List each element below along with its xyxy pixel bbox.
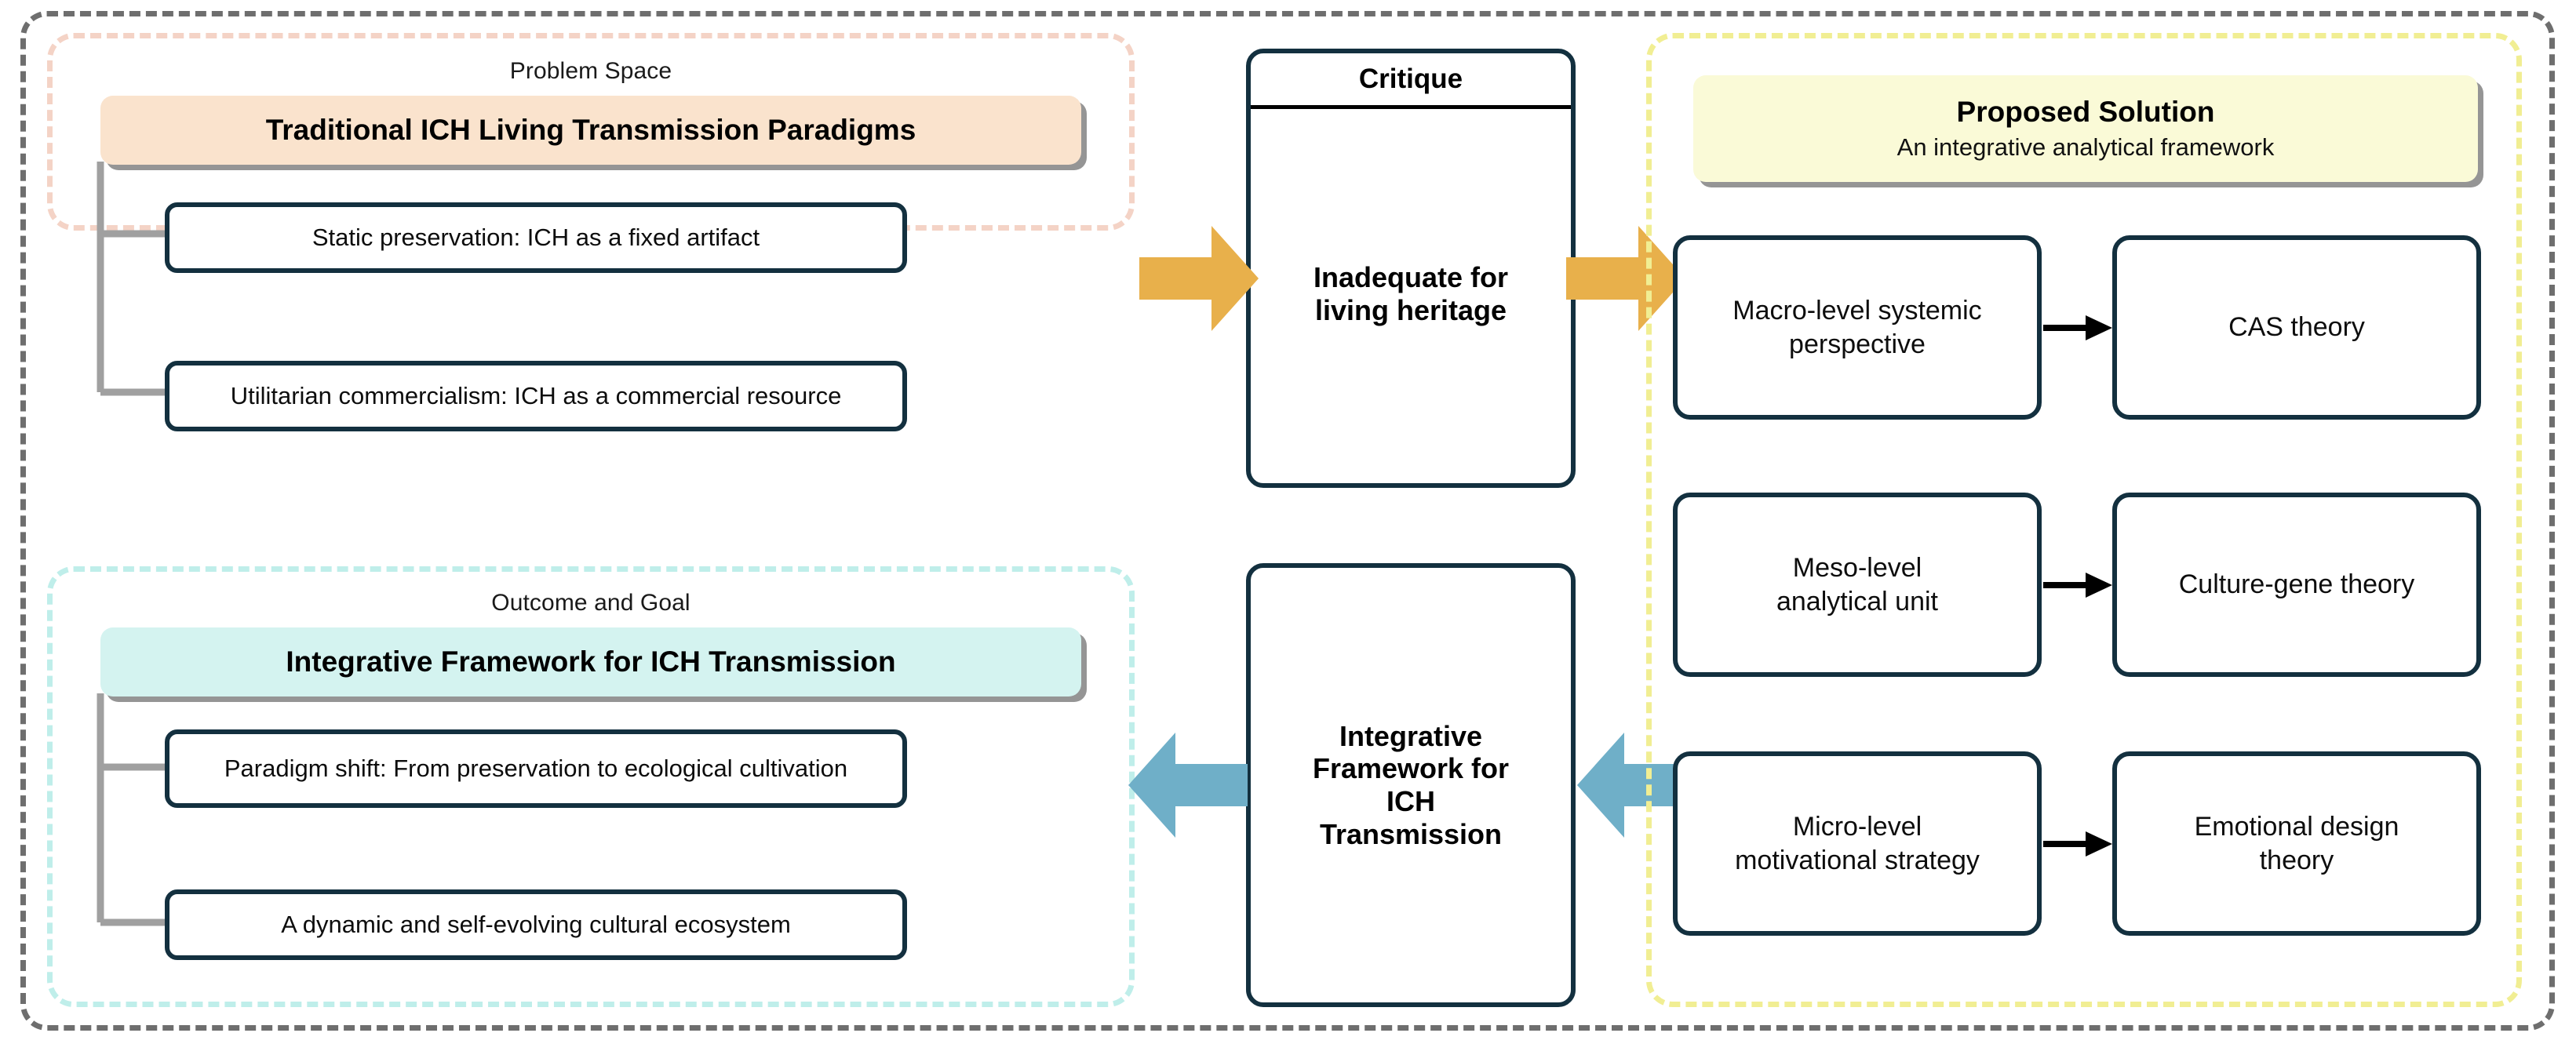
solution-theory-1: Culture-gene theory — [2112, 493, 2481, 677]
critique-in-arrow — [1139, 226, 1259, 331]
proposed-solution-subtitle: An integrative analytical framework — [1896, 133, 2275, 161]
solution-level-2: Micro-level motivational strategy — [1673, 751, 2042, 936]
framework-box: Integrative Framework for ICH Transmissi… — [1246, 563, 1576, 1007]
outer-dashed-frame — [20, 11, 2555, 1031]
proposed-solution-title: Proposed Solution — [1956, 95, 2215, 128]
problem-space-header-pill: Traditional ICH Living Transmission Para… — [100, 96, 1081, 165]
framework-in-arrow — [1577, 733, 1696, 838]
solution-theory-0: CAS theory — [2112, 235, 2481, 420]
critique-body: Inadequate for living heritage — [1313, 261, 1509, 326]
solution-level-1: Meso-level analytical unit — [1673, 493, 2042, 677]
problem-space-caption: Problem Space — [509, 58, 672, 84]
critique-out-arrow — [1566, 226, 1685, 331]
solution-row-arrow-0 — [2042, 311, 2112, 345]
framework-out-arrow — [1128, 733, 1248, 838]
outcome-goal-header-pill: Integrative Framework for ICH Transmissi… — [100, 627, 1081, 696]
outcome-goal-item-0: Paradigm shift: From preservation to eco… — [165, 729, 907, 808]
critique-box: Critique Inadequate for living heritage — [1246, 49, 1576, 488]
proposed-solution-group — [1646, 33, 2522, 1007]
solution-theory-2: Emotional design theory — [2112, 751, 2481, 936]
outcome-goal-item-1: A dynamic and self-evolving cultural eco… — [165, 889, 907, 960]
framework-body: Integrative Framework for ICH Transmissi… — [1312, 719, 1510, 850]
proposed-solution-header-pill: Proposed Solution An integrative analyti… — [1693, 75, 2478, 182]
problem-space-header-title: Traditional ICH Living Transmission Para… — [265, 113, 916, 146]
solution-row-arrow-2 — [2042, 827, 2112, 861]
problem-space-item-1: Utilitarian commercialism: ICH as a comm… — [165, 361, 907, 431]
problem-space-item-0: Static preservation: ICH as a fixed arti… — [165, 202, 907, 273]
outcome-goal-header-title: Integrative Framework for ICH Transmissi… — [286, 645, 896, 678]
solution-level-0: Macro-level systemic perspective — [1673, 235, 2042, 420]
outcome-goal-caption: Outcome and Goal — [491, 590, 690, 616]
solution-row-arrow-1 — [2042, 568, 2112, 602]
critique-title: Critique — [1251, 53, 1571, 109]
